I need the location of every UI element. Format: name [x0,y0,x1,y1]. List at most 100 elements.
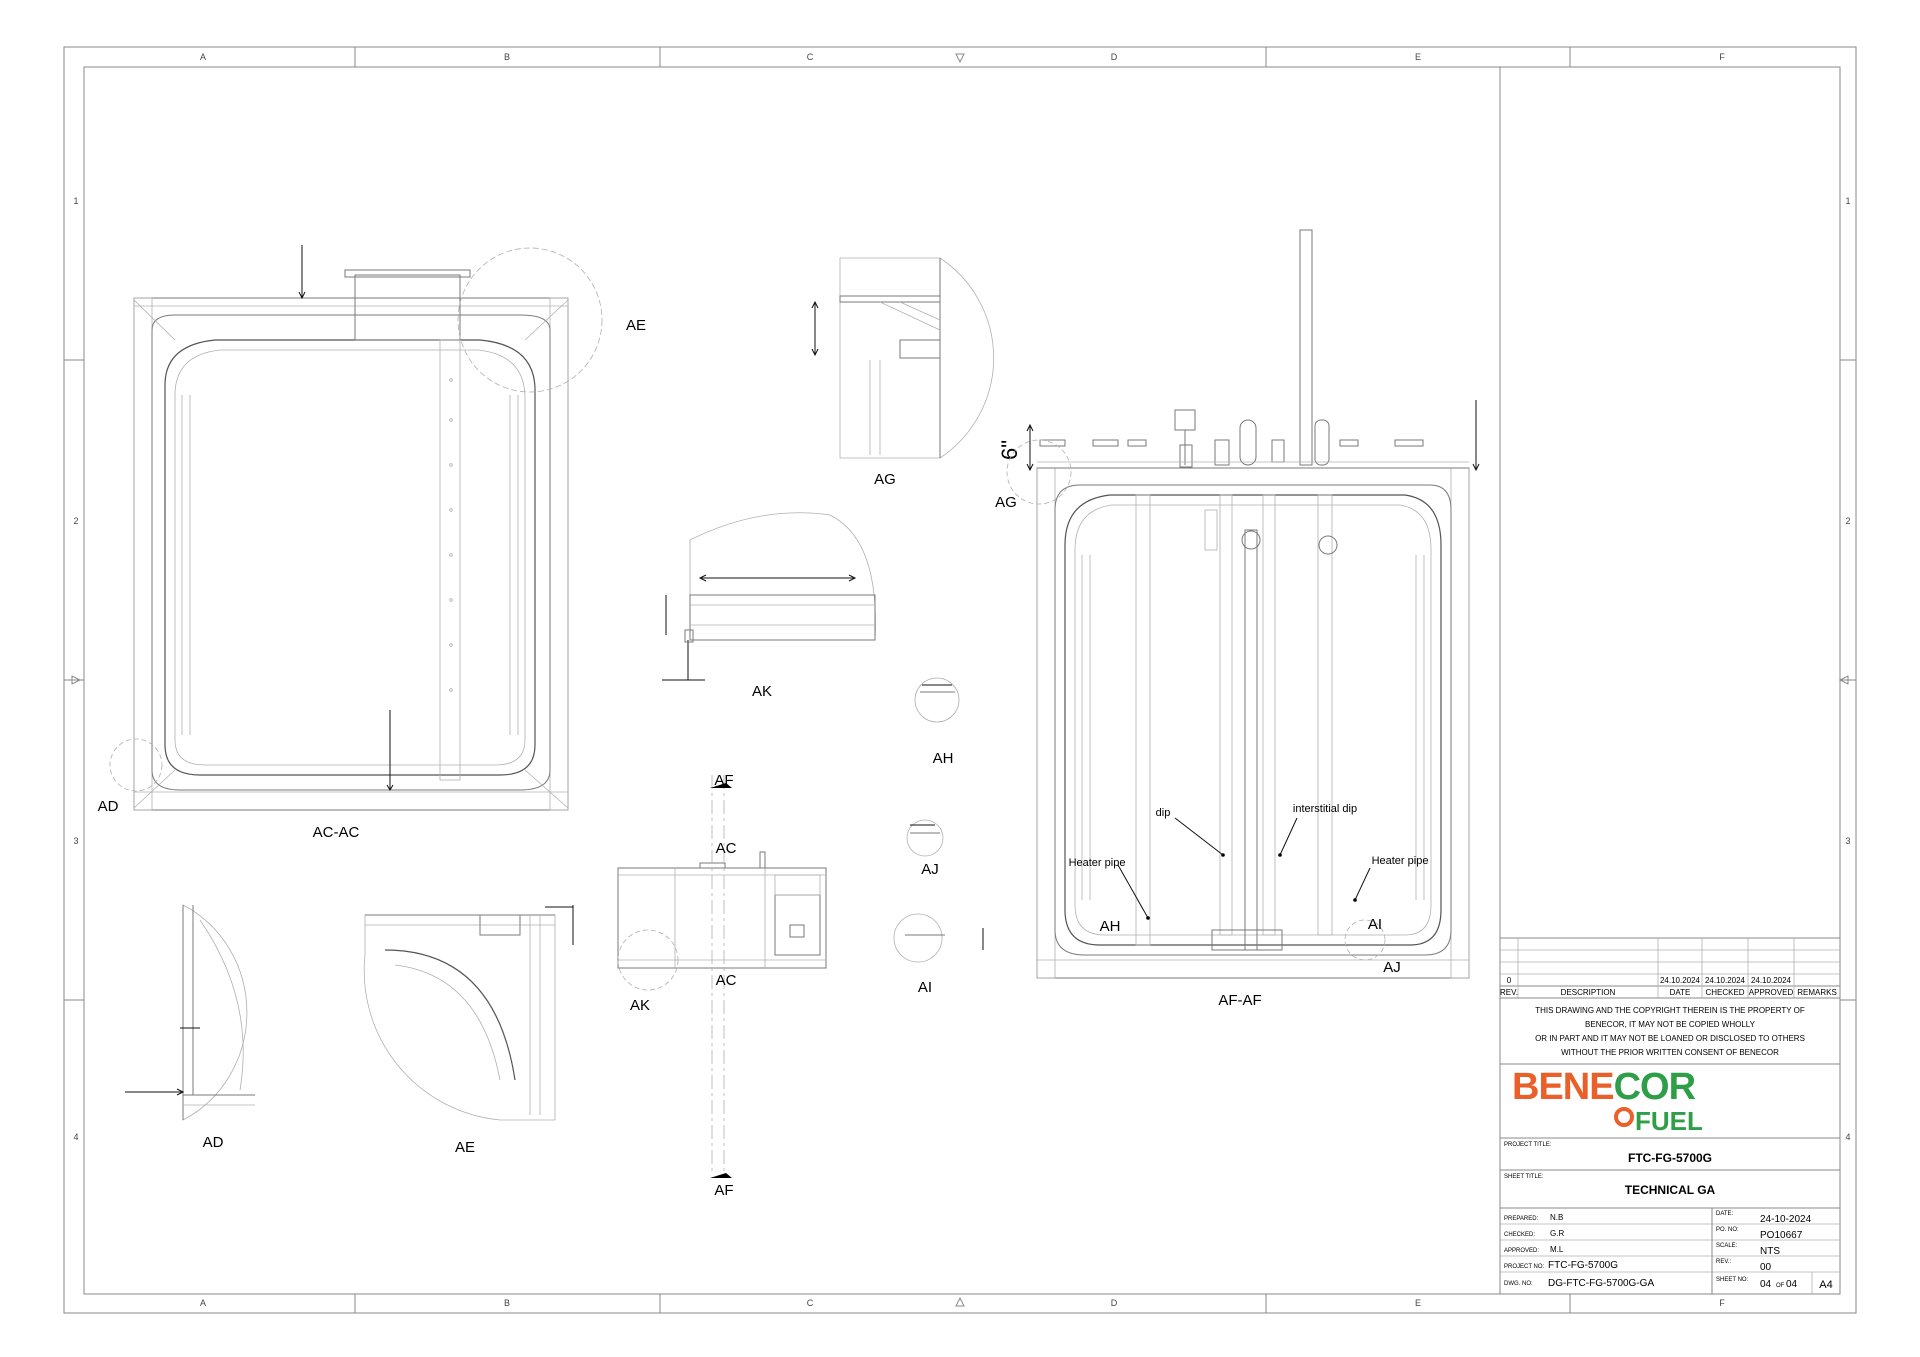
annotation-heater-pipe-left: Heater pipe [1069,857,1126,869]
label-ad: AD [203,1134,224,1151]
label-ae-callout: AE [626,317,646,334]
logo-text-bene: BENE [1512,1066,1614,1108]
zone-letters-bottom: A B C D E F [200,1298,1725,1308]
label-ak-callout: AK [630,997,650,1014]
rev-header-rev: REV. [1500,988,1518,997]
label-ai: AI [918,979,932,996]
approved-label: APPROVED: [1504,1248,1539,1254]
svg-text:BENECOR: BENECOR [1512,1066,1696,1108]
zone-col-d: D [1111,52,1118,62]
detail-ag: AG [811,257,995,488]
zone-col-c-bottom: C [807,1298,814,1308]
zone-dividers [64,47,1856,1313]
revision-table: 0 24.10.2024 24.10.2024 24.10.2024 REV. … [1499,937,1841,999]
dimension-6in: 6" [997,440,1022,460]
zone-col-e-bottom: E [1415,1298,1421,1308]
zone-row-3-right: 3 [1845,836,1850,846]
zone-row-4-right: 4 [1845,1132,1850,1142]
rev-row-date: 24.10.2024 [1660,976,1701,985]
rev-header-description: DESCRIPTION [1561,988,1616,997]
label-ak: AK [752,683,772,700]
checked-value: G.R [1550,1229,1564,1238]
label-ag-callout: AG [995,494,1017,511]
rev-row-rev: 0 [1507,976,1512,985]
zone-letters-top: A B C D E F [200,52,1725,62]
paper-size: A4 [1819,1279,1832,1291]
label-ah: AH [933,750,954,767]
zone-col-b: B [504,52,510,62]
view-ac-ac: AC-AC AE AD [98,245,646,841]
zone-row-1-right: 1 [1845,196,1850,206]
side-view: AF AF AC AC AK [617,772,827,1199]
view-af-af: 6" dip interstitial dip Heater pipe Heat… [995,229,1480,1009]
zone-col-f-bottom: F [1719,1298,1725,1308]
approved-value: M.L [1550,1245,1564,1254]
label-ai-callout: AI [1368,916,1382,933]
zone-row-2: 2 [73,516,78,526]
detail-ai: AI [893,913,984,996]
scale-value: NTS [1760,1246,1780,1257]
label-af-top: AF [714,772,733,789]
detail-ae: AE [363,905,574,1156]
copyright-notice: THIS DRAWING AND THE COPYRIGHT THEREIN I… [1499,997,1841,1065]
po-label: PO. NO: [1716,1227,1739,1233]
inner-frame [83,66,1841,1295]
zone-row-3: 3 [73,836,78,846]
label-ad-callout: AD [98,798,119,815]
sheet-title-label: SHEET TITLE: [1504,1174,1544,1180]
copyright-line-4: WITHOUT THE PRIOR WRITTEN CONSENT OF BEN… [1561,1048,1779,1057]
zone-col-d-bottom: D [1111,1298,1118,1308]
logo-drop-icon [1614,1107,1634,1127]
copyright-line-2: BENECOR, IT MAY NOT BE COPIED WHOLLY [1585,1020,1756,1029]
label-af-bottom: AF [714,1182,733,1199]
annotation-interstitial-dip: interstitial dip [1293,803,1357,815]
sheet-no-value: 04 [1760,1279,1772,1290]
rev-header-approved: APPROVED [1749,988,1794,997]
outer-frame [63,46,1857,1314]
label-aj-callout: AJ [1383,959,1401,976]
annotation-dip: dip [1156,807,1171,819]
logo-text-cor: COR [1614,1066,1696,1108]
prepared-label: PREPARED: [1504,1216,1539,1222]
label-af-af: AF-AF [1218,992,1261,1009]
date-label: DATE: [1716,1211,1734,1217]
zone-col-e: E [1415,52,1421,62]
zone-row-1: 1 [73,196,78,206]
label-aj: AJ [921,861,939,878]
label-ag: AG [874,471,896,488]
zone-col-f: F [1719,52,1725,62]
copyright-line-3: OR IN PART AND IT MAY NOT BE LOANED OR D… [1535,1034,1805,1043]
zone-col-a: A [200,52,206,62]
date-value: 24-10-2024 [1760,1214,1812,1225]
prepared-value: N.B [1550,1213,1563,1222]
dwg-no-value: DG-FTC-FG-5700G-GA [1548,1278,1654,1289]
label-ac-ac: AC-AC [313,824,360,841]
project-no-label: PROJECT NO: [1504,1264,1545,1270]
rev-row-approved: 24.10.2024 [1751,976,1792,985]
project-title-label: PROJECT TITLE: [1504,1142,1552,1148]
zone-col-b-bottom: B [504,1298,510,1308]
zone-row-2-right: 2 [1845,516,1850,526]
sheet-of-label: OF [1776,1283,1785,1289]
project-title: FTC-FG-5700G [1628,1151,1712,1165]
zone-numbers-right: 1 2 3 4 [1845,196,1850,1142]
po-value: PO10667 [1760,1230,1803,1241]
rev-header-checked: CHECKED [1705,988,1744,997]
label-ac-bottom: AC [716,972,737,989]
sheet-title: TECHNICAL GA [1625,1183,1716,1197]
label-ah-callout: AH [1100,918,1121,935]
sheet-no-label: SHEET NO: [1716,1277,1749,1283]
checked-label: CHECKED: [1504,1232,1535,1238]
logo-text-fuel: FUEL [1635,1106,1703,1136]
title-block: PROJECT TITLE: FTC-FG-5700G SHEET TITLE:… [1499,1137,1841,1295]
annotation-heater-pipe-right: Heater pipe [1372,855,1429,867]
zone-col-a-bottom: A [200,1298,206,1308]
zone-row-4: 4 [73,1132,78,1142]
label-ae: AE [455,1139,475,1156]
label-ac-top: AC [716,840,737,857]
rev-header-date: DATE [1670,988,1691,997]
detail-aj: AJ [906,819,944,878]
zone-col-c: C [807,52,814,62]
sheet-total-value: 04 [1786,1279,1798,1290]
